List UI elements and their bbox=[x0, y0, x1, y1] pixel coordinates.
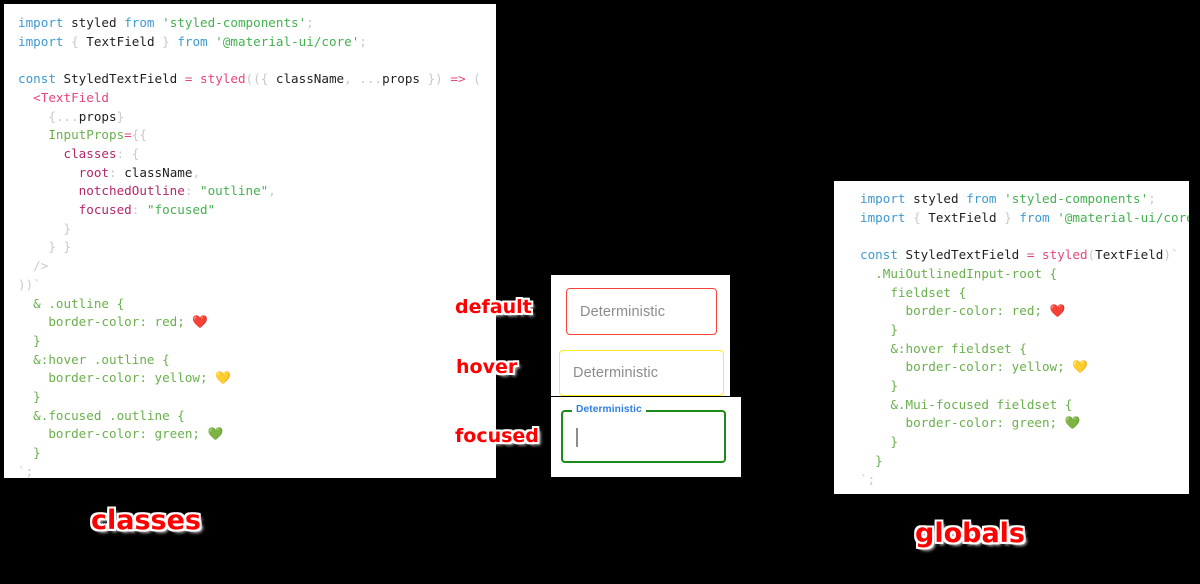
code-line: } bbox=[890, 321, 898, 337]
code-line bbox=[860, 227, 1189, 246]
code-line: fieldset { bbox=[890, 284, 967, 300]
code-line: &:hover .outline { bbox=[33, 351, 170, 367]
annotation-focused: focused bbox=[455, 425, 539, 447]
code-line: const StyledTextField = styled(({ classN… bbox=[18, 71, 481, 87]
code-line: import styled from 'styled-components'; bbox=[860, 191, 1156, 206]
code-line: border-color: yellow; 💛 bbox=[48, 370, 231, 386]
textfield-focused-label: Deterministic bbox=[572, 404, 646, 415]
textfield-hover-value: Deterministic bbox=[573, 365, 659, 381]
code-line: } bbox=[875, 452, 883, 468]
code-line: classes: { bbox=[63, 145, 140, 161]
textfield-default-value: Deterministic bbox=[580, 303, 666, 320]
code-line: &.Mui-focused fieldset { bbox=[890, 396, 1073, 412]
code-line: border-color: yellow; 💛 bbox=[905, 359, 1089, 375]
code-line: /> bbox=[33, 258, 49, 274]
code-line bbox=[18, 51, 496, 70]
code-line: border-color: red; ❤️ bbox=[48, 314, 209, 330]
code-block-globals: import styled from 'styled-components'; i… bbox=[834, 181, 1189, 489]
code-line: &.focused .outline { bbox=[33, 407, 185, 423]
code-line: } bbox=[63, 220, 72, 236]
code-line: import { TextField } from '@material-ui/… bbox=[18, 33, 367, 49]
code-line: focused: "focused" bbox=[78, 202, 216, 218]
preview-panel-lower: Deterministic bbox=[551, 397, 741, 477]
code-line: } bbox=[33, 445, 41, 461]
code-line: } bbox=[33, 332, 41, 348]
textfield-hover[interactable]: Deterministic bbox=[559, 350, 724, 396]
code-panel-classes: import styled from 'styled-components'; i… bbox=[4, 4, 496, 478]
code-line: {...props} bbox=[48, 108, 125, 124]
code-line: InputProps={{ bbox=[48, 127, 147, 143]
code-line: border-color: green; 💚 bbox=[48, 426, 224, 442]
code-line: root: className, bbox=[78, 164, 201, 180]
annotation-classes-caption: classes bbox=[91, 505, 202, 536]
code-line: .MuiOutlinedInput-root { bbox=[875, 265, 1058, 281]
code-line: } } bbox=[48, 239, 72, 255]
textfield-focused[interactable]: Deterministic bbox=[561, 404, 726, 463]
code-line: ))` bbox=[18, 276, 41, 292]
code-line: const StyledTextField = styled(TextField… bbox=[860, 247, 1179, 263]
code-line: `; bbox=[18, 463, 34, 478]
code-line: } bbox=[890, 434, 898, 450]
annotation-globals-caption: globals bbox=[915, 518, 1026, 549]
code-block-classes: import styled from 'styled-components'; i… bbox=[4, 4, 496, 478]
preview-panel-upper: Deterministic Deterministic bbox=[551, 275, 730, 396]
code-line: border-color: green; 💚 bbox=[905, 415, 1081, 431]
code-line: } bbox=[890, 378, 898, 394]
textfield-default[interactable]: Deterministic bbox=[566, 288, 717, 335]
annotation-hover: hover bbox=[456, 356, 518, 378]
code-line: & .outline { bbox=[33, 295, 125, 311]
code-line: border-color: red; ❤️ bbox=[905, 303, 1066, 319]
code-line: notchedOutline: "outline", bbox=[78, 183, 276, 199]
text-caret bbox=[576, 428, 578, 447]
code-line: } bbox=[33, 389, 41, 405]
code-line: `; bbox=[860, 471, 876, 487]
code-line: import styled from 'styled-components'; bbox=[18, 15, 314, 30]
code-line: import { TextField } from '@material-ui/… bbox=[860, 209, 1189, 225]
code-panel-globals: import styled from 'styled-components'; i… bbox=[834, 181, 1189, 494]
code-line: &:hover fieldset { bbox=[890, 340, 1027, 356]
code-line: <TextField bbox=[33, 89, 109, 105]
annotation-default: default bbox=[455, 296, 532, 318]
